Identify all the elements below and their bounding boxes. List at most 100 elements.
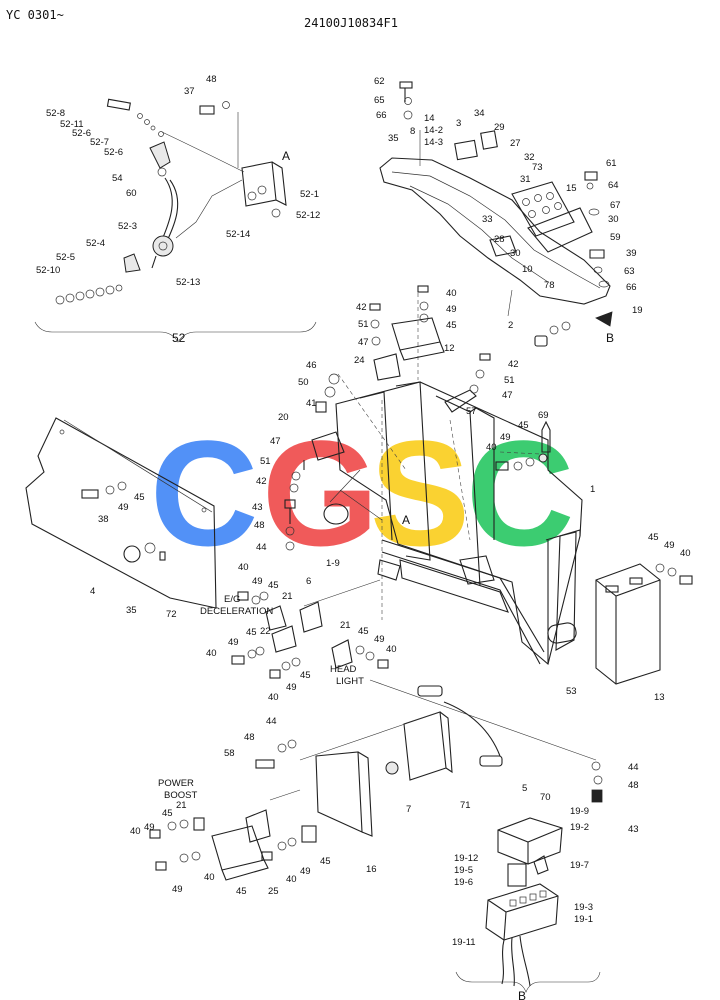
callout-42: 42 <box>256 476 267 487</box>
callout-8: 8 <box>410 126 415 137</box>
callout-52-8: 52-8 <box>46 108 65 119</box>
callout-33: 33 <box>482 214 493 225</box>
callout-57: 57 <box>466 406 477 417</box>
callout-65: 65 <box>374 95 385 106</box>
group-52-label: 52 <box>172 331 186 345</box>
callout-19-5: 19-5 <box>454 865 473 876</box>
callout-3: 3 <box>456 118 461 129</box>
callout-72: 72 <box>166 609 177 620</box>
callout-52-6: 52-6 <box>104 147 123 158</box>
callout-51: 51 <box>358 319 369 330</box>
callout-19-11: 19-11 <box>452 937 476 948</box>
callout-53: 53 <box>566 686 577 697</box>
callout-59: 59 <box>610 232 621 243</box>
callout-51: 51 <box>504 375 515 386</box>
callout-14: 14 <box>424 113 435 124</box>
callout-13: 13 <box>654 692 665 703</box>
watermark-letter-c1: C <box>150 409 258 577</box>
callout-70: 70 <box>540 792 551 803</box>
callout-45: 45 <box>236 886 247 897</box>
callout-66: 66 <box>376 110 387 121</box>
callout-43: 43 <box>252 502 263 513</box>
callout-16: 16 <box>366 864 377 875</box>
callout-45: 45 <box>358 626 369 637</box>
callout-49: 49 <box>228 637 239 648</box>
callout-30: 30 <box>608 214 619 225</box>
callout-1-9: 1-9 <box>326 558 340 569</box>
callout-49: 49 <box>664 540 675 551</box>
electrical-bracket <box>149 679 603 881</box>
callout-52-3: 52-3 <box>118 221 137 232</box>
callout-14-2: 14-2 <box>424 125 443 136</box>
callout-40: 40 <box>446 288 457 299</box>
callout-67: 67 <box>610 200 621 211</box>
callout-19-6: 19-6 <box>454 877 473 888</box>
callout-5: 5 <box>522 783 527 794</box>
callout-47: 47 <box>270 436 281 447</box>
callout-44: 44 <box>256 542 267 553</box>
callout-40: 40 <box>130 826 141 837</box>
callout-19-9: 19-9 <box>570 806 589 817</box>
callout-25: 25 <box>268 886 279 897</box>
callout-52-4: 52-4 <box>86 238 105 249</box>
callout-28: 28 <box>494 234 505 245</box>
battery-box <box>595 563 693 685</box>
callout-19-1: 19-1 <box>574 914 593 925</box>
callout-49: 49 <box>300 866 311 877</box>
callout-35: 35 <box>126 605 137 616</box>
callout-52-10: 52-10 <box>36 265 60 276</box>
callout-40: 40 <box>486 442 497 453</box>
callout-52-12: 52-12 <box>296 210 320 221</box>
callout-37: 37 <box>184 86 195 97</box>
switch-panel <box>231 579 389 679</box>
callout-64: 64 <box>608 180 619 191</box>
callout-22: 22 <box>260 626 271 637</box>
callout-49: 49 <box>446 304 457 315</box>
callout-19-3: 19-3 <box>574 902 593 913</box>
callout-49: 49 <box>500 432 511 443</box>
callout-4: 4 <box>90 586 95 597</box>
callout-43: 43 <box>628 824 639 835</box>
callout-63: 63 <box>624 266 635 277</box>
callout-31: 31 <box>520 174 531 185</box>
callout-2: 2 <box>508 320 513 331</box>
callout-40: 40 <box>206 648 217 659</box>
callout-45: 45 <box>648 532 659 543</box>
callout-47: 47 <box>502 390 513 401</box>
callout-49: 49 <box>374 634 385 645</box>
callout-52-11: 52-11 <box>60 119 84 130</box>
callout-52-13: 52-13 <box>176 277 200 288</box>
view-marker-a-top: A <box>282 149 290 163</box>
callout-52-7: 52-7 <box>90 137 109 148</box>
callout-14-3: 14-3 <box>424 137 443 148</box>
callout-54: 54 <box>112 173 123 184</box>
callout-41: 41 <box>306 398 317 409</box>
callout-19: 19 <box>632 305 643 316</box>
callout-39: 39 <box>626 248 637 259</box>
callout-73: 73 <box>532 162 543 173</box>
callout-50: 50 <box>298 377 309 388</box>
callout-49: 49 <box>286 682 297 693</box>
callout-12: 12 <box>444 343 455 354</box>
callout-58: 58 <box>224 748 235 759</box>
callout-42: 42 <box>356 302 367 313</box>
callout-45: 45 <box>518 420 529 431</box>
callout-21: 21 <box>176 800 187 811</box>
callout-6: 6 <box>306 576 311 587</box>
callout-19-7: 19-7 <box>570 860 589 871</box>
callout-44: 44 <box>266 716 277 727</box>
callout-38: 38 <box>98 514 109 525</box>
watermark-letter-c2: C <box>466 409 574 577</box>
callout-40: 40 <box>386 644 397 655</box>
callout-71: 71 <box>460 800 471 811</box>
callout-19-12: 19-12 <box>454 853 478 864</box>
throttle-lever-assembly <box>34 98 317 343</box>
callout-40: 40 <box>204 872 215 883</box>
callout-52-1: 52-1 <box>300 189 319 200</box>
view-marker-a-mid: A <box>402 513 410 527</box>
callout-24: 24 <box>354 355 365 366</box>
callout-69: 69 <box>538 410 549 421</box>
callout-44: 44 <box>628 762 639 773</box>
